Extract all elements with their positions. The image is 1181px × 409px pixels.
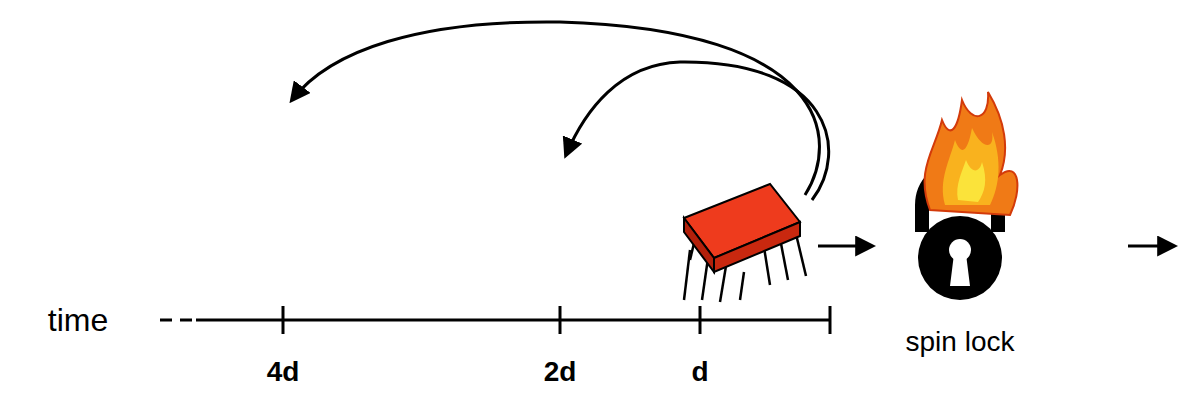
axis-label: time bbox=[48, 304, 108, 336]
flow-arrow bbox=[1128, 245, 1174, 248]
backoff-arrow bbox=[292, 22, 819, 195]
axis-dashed bbox=[160, 319, 196, 322]
tick-label: 4d bbox=[267, 358, 300, 386]
spin-lock-icon bbox=[918, 92, 1017, 300]
tick bbox=[559, 306, 562, 334]
tick-label: d bbox=[691, 358, 708, 386]
lock-label: spin lock bbox=[906, 328, 1015, 356]
time-axis bbox=[196, 319, 830, 322]
processor-chip bbox=[684, 184, 806, 302]
tick bbox=[699, 306, 702, 334]
tick bbox=[282, 306, 285, 334]
tick-label: 2d bbox=[544, 358, 577, 386]
tick bbox=[829, 306, 832, 334]
flow-arrow bbox=[818, 245, 872, 248]
backoff-arrow bbox=[566, 62, 829, 200]
